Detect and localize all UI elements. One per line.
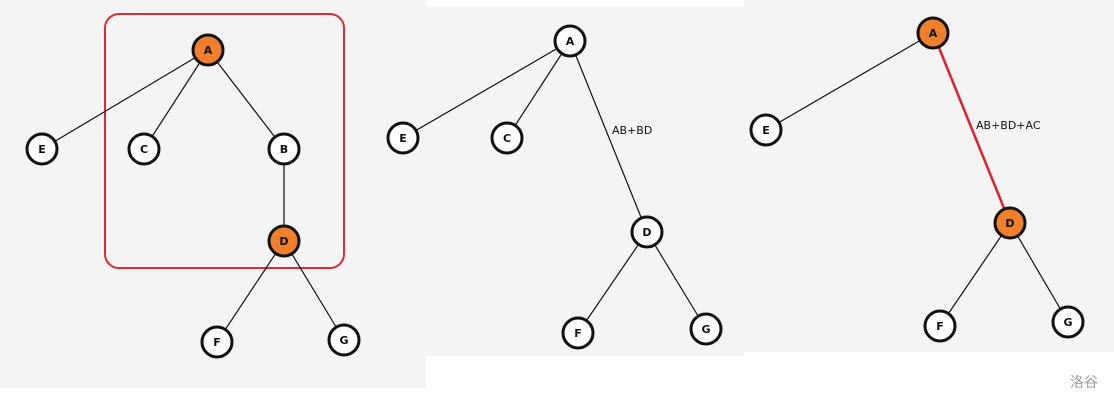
edge-a-e	[765, 32, 934, 131]
watermark-text: 洛谷	[1070, 375, 1098, 391]
node-label: G	[701, 323, 710, 336]
node-c: C	[490, 121, 524, 155]
edge-a-e	[402, 40, 571, 139]
node-e: E	[25, 132, 59, 166]
node-circle	[267, 224, 301, 258]
node-circle	[490, 121, 524, 155]
node-label: F	[213, 336, 221, 349]
node-label: F	[936, 320, 944, 333]
node-d: D	[993, 206, 1027, 240]
node-a: A	[553, 24, 587, 58]
node-circle	[25, 132, 59, 166]
node-circle	[916, 16, 950, 50]
edge-a-c	[143, 49, 209, 150]
node-label: G	[1063, 316, 1072, 329]
edge-d-g	[1009, 222, 1069, 323]
node-label: D	[1005, 217, 1014, 230]
node-g: G	[689, 312, 723, 346]
node-label: E	[762, 124, 770, 137]
edge-d-g	[283, 240, 345, 341]
node-label: G	[339, 334, 348, 347]
node-circle	[127, 132, 161, 166]
node-circle	[191, 33, 225, 67]
node-circle	[561, 316, 595, 350]
node-f: F	[561, 316, 595, 350]
node-label: E	[38, 143, 46, 156]
edge-a-e	[41, 49, 209, 150]
node-label: C	[140, 143, 148, 156]
edge-d-f	[939, 222, 1011, 327]
node-g: G	[1051, 305, 1085, 339]
node-label: D	[642, 226, 651, 239]
edge-d-g	[646, 231, 707, 330]
node-circle	[630, 215, 664, 249]
node-circle	[993, 206, 1027, 240]
node-circle	[689, 312, 723, 346]
node-f: F	[923, 309, 957, 343]
node-circle	[200, 325, 234, 359]
edge-d-f	[216, 240, 285, 343]
node-circle	[1051, 305, 1085, 339]
node-e: E	[749, 113, 783, 147]
node-label: A	[929, 27, 938, 40]
node-e: E	[386, 121, 420, 155]
node-circle	[327, 323, 361, 357]
edge-a-d	[569, 40, 648, 233]
node-b: B	[267, 132, 301, 166]
node-c: C	[127, 132, 161, 166]
panel-3-background	[744, 0, 1114, 352]
node-circle	[749, 113, 783, 147]
node-circle	[267, 132, 301, 166]
edge-d-f	[577, 231, 648, 334]
node-circle	[386, 121, 420, 155]
node-f: F	[200, 325, 234, 359]
node-label: D	[279, 235, 288, 248]
edge-a-b	[207, 49, 285, 150]
node-a: A	[191, 33, 225, 67]
node-circle	[553, 24, 587, 58]
node-a: A	[916, 16, 950, 50]
panel-1-tree: A E C B D F G	[25, 13, 361, 359]
node-label: C	[503, 132, 511, 145]
panel-3-tree: AB+BD+AC A E D F G	[749, 16, 1085, 343]
node-label: A	[566, 35, 575, 48]
node-label: E	[399, 132, 407, 145]
panel-2-background	[426, 6, 744, 356]
edge-label-a-d: AB+BD+AC	[976, 119, 1041, 132]
node-label: F	[574, 327, 582, 340]
edge-a-d	[931, 32, 1012, 224]
node-label: B	[280, 143, 288, 156]
node-label: A	[204, 44, 213, 57]
node-d: D	[630, 215, 664, 249]
node-d: D	[267, 224, 301, 258]
highlight-box	[104, 13, 345, 269]
panel-2-tree: AB+BD A E C D F G	[386, 24, 723, 350]
edge-label-a-d: AB+BD	[612, 124, 652, 137]
node-circle	[923, 309, 957, 343]
node-g: G	[327, 323, 361, 357]
edge-a-c	[506, 40, 571, 139]
